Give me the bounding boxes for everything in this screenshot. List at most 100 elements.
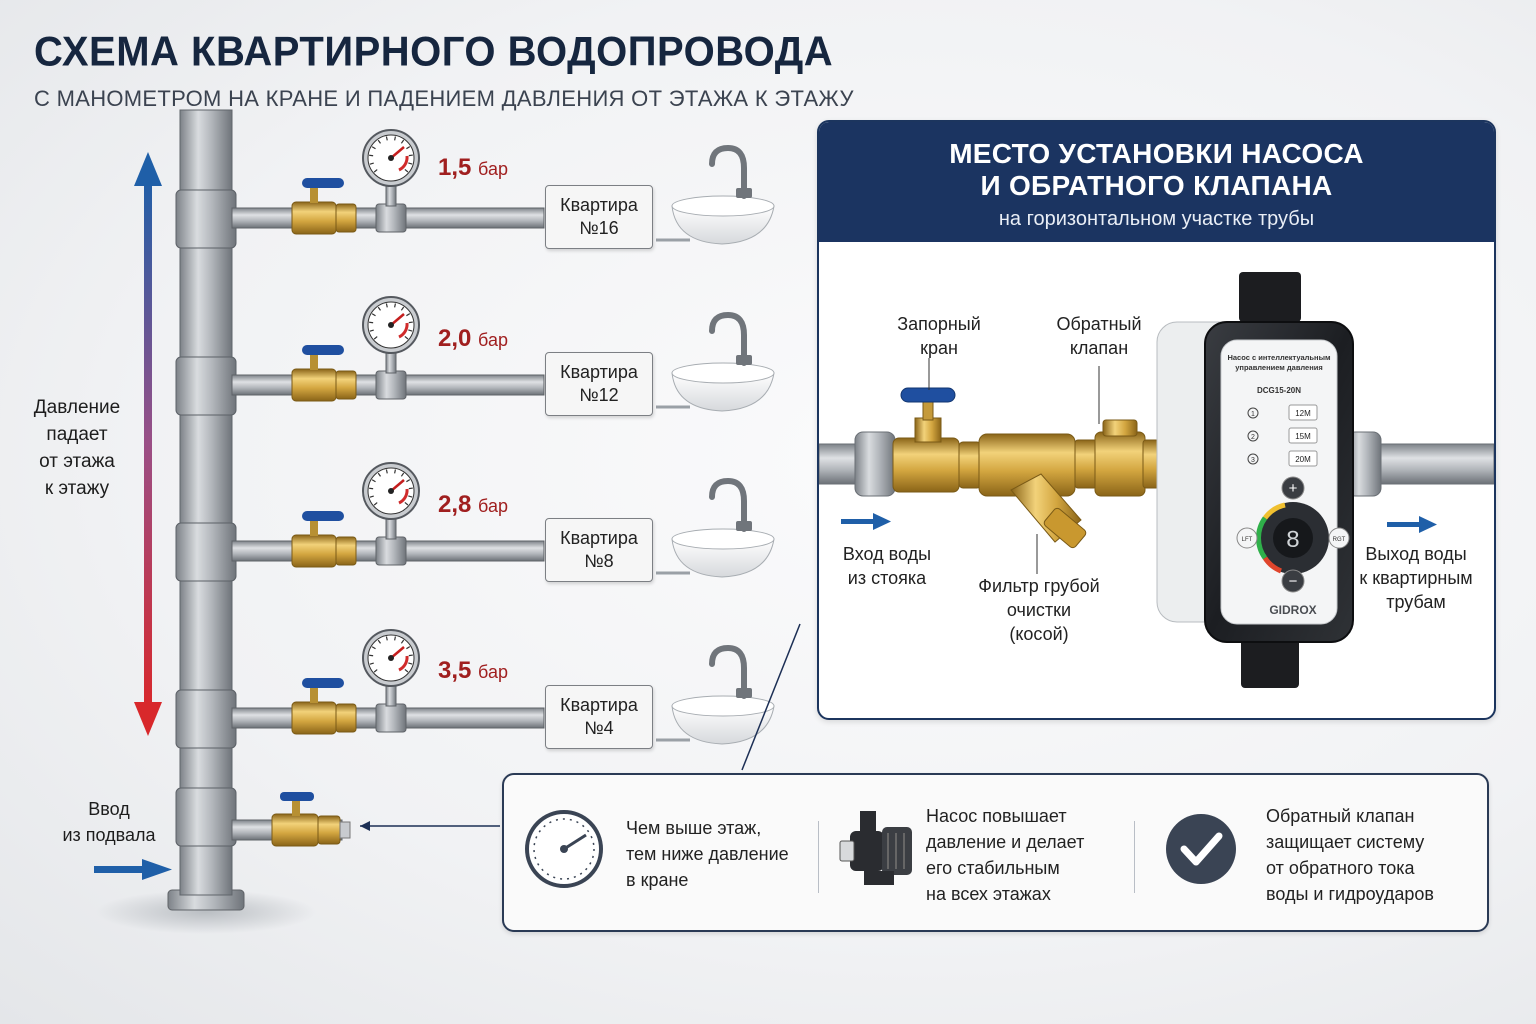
valve-handle: [302, 511, 344, 521]
y-strainer-filter: [978, 433, 1087, 549]
info-line: Насос повышает: [926, 806, 1067, 826]
pump-brand: GIDROX: [1269, 603, 1316, 617]
mode-number: 2: [1251, 434, 1255, 441]
pump-control-face: [1220, 339, 1338, 625]
mode-number: 1: [1251, 411, 1255, 418]
info-item-pump: Насос повышает давление и делает его ста…: [926, 803, 1084, 907]
check-valve: [1074, 419, 1160, 497]
pressure-label-line: к этажу: [44, 478, 110, 499]
panel-title-line: МЕСТО УСТАНОВКИ НАСОСА: [949, 138, 1364, 169]
shutoff-valve: [892, 387, 982, 493]
pressure-gauge-icon: [362, 629, 420, 687]
info-line: Обратный клапан: [1266, 806, 1415, 826]
pump-icon: [839, 811, 912, 885]
info-line: давление и делает: [926, 832, 1085, 852]
info-strip: Чем выше этаж, тем ниже давление в кране…: [502, 773, 1489, 932]
label-line: Запорный: [897, 314, 981, 334]
flow-in-arrow: [841, 513, 891, 530]
inlet-valve-handle: [280, 792, 314, 801]
mode-number: 3: [1251, 457, 1255, 464]
pump-right-button[interactable]: [1328, 527, 1350, 549]
apartment-box-4: Квартира №4: [545, 685, 653, 749]
info-line: в кране: [626, 870, 689, 890]
info-line: его стабильным: [926, 858, 1060, 878]
valve-handle: [302, 345, 344, 355]
riser-couplings: [175, 189, 237, 847]
pressure-unit: бар: [478, 496, 508, 516]
info-line: тем ниже давление: [626, 844, 789, 864]
mode-label: 12M: [1295, 409, 1311, 418]
panel-header: МЕСТО УСТАНОВКИ НАСОСА И ОБРАТНОГО КЛАПА…: [819, 122, 1494, 242]
pressure-gauge-icon: [362, 129, 420, 187]
floor-branch: [231, 629, 775, 745]
gauge-icon: [525, 810, 603, 888]
pump-led-red: [1262, 556, 1283, 574]
floor-branch: [231, 296, 775, 412]
installation-panel: МЕСТО УСТАНОВКИ НАСОСА И ОБРАТНОГО КЛАПА…: [817, 120, 1496, 720]
label-line: к квартирным: [1359, 568, 1473, 588]
pressure-value: 3,5: [438, 657, 472, 684]
info-line: на всех этажах: [926, 884, 1051, 904]
pump-mode-1: 1 12M: [1247, 404, 1318, 421]
label-line: трубам: [1386, 592, 1446, 612]
floor-shadow: [96, 890, 316, 934]
label-line: кран: [920, 338, 958, 358]
pressure-unit: бар: [478, 330, 508, 350]
pump-left-button[interactable]: [1236, 527, 1258, 549]
apartment-number: №8: [584, 551, 614, 571]
sink-icon: [656, 311, 775, 412]
pump-minus-button[interactable]: [1281, 569, 1305, 593]
label-check-valve: Обратный клапан: [1029, 312, 1169, 360]
pressure-drop-arrow: [134, 152, 162, 736]
pressure-label-line: Давление: [33, 397, 121, 418]
ball-valve: [291, 368, 337, 402]
page-title: СХЕМА КВАРТИРНОГО ВОДОПРОВОДА: [34, 28, 834, 76]
apartment-number: №12: [579, 385, 619, 405]
label-line: Обратный: [1056, 314, 1142, 334]
ball-valve: [291, 201, 337, 235]
pressure-unit: бар: [478, 662, 508, 682]
pump-led-yellow: [1262, 502, 1286, 520]
pump-plus-button[interactable]: [1281, 476, 1305, 500]
inlet-callout-arrowhead: [360, 821, 370, 831]
pump-right-key: RGT: [1333, 537, 1346, 543]
floor-branch: [231, 129, 775, 245]
pump-caption-line1: Насос с интеллектуальным: [1227, 353, 1331, 362]
panel-inlet-union: [854, 431, 896, 497]
floor-branch: [231, 462, 775, 578]
valve-handle: [302, 678, 344, 688]
info-divider: [818, 821, 819, 893]
label-line: (косой): [1009, 624, 1069, 644]
info-item-check-valve: Обратный клапан защищает систему от обра…: [1266, 803, 1434, 907]
pressure-reading-floor-8: 2,8 бар: [438, 491, 508, 519]
label-line: клапан: [1069, 338, 1129, 358]
label-line: очистки: [1006, 600, 1072, 620]
pressure-value: 1,5: [438, 154, 472, 181]
minus-icon: −: [1289, 573, 1298, 590]
valve-handle: [302, 178, 344, 188]
label-shutoff-valve: Запорный кран: [869, 312, 1009, 360]
apartment-number: №16: [579, 218, 619, 238]
apartment-label: Квартира: [560, 528, 638, 548]
pressure-reading-floor-16: 1,5 бар: [438, 154, 508, 182]
pump-led-green: [1256, 516, 1268, 560]
pump-display: [1273, 518, 1313, 558]
label-line: из стояка: [847, 568, 927, 588]
info-line: воды и гидроударов: [1266, 884, 1434, 904]
page-subtitle: С МАНОМЕТРОМ НА КРАНЕ И ПАДЕНИЕМ ДАВЛЕНИ…: [34, 86, 854, 111]
sink-icon: [656, 477, 775, 578]
info-line: от обратного тока: [1266, 858, 1415, 878]
pressure-label-line: падает: [46, 424, 108, 445]
panel-diagram: Насос с интеллектуальным управлением дав…: [819, 272, 1494, 688]
circulation-pump: Насос с интеллектуальным управлением дав…: [1156, 272, 1354, 688]
pump-model: DCG15-20N: [1257, 386, 1301, 395]
mode-label: 20M: [1295, 455, 1311, 464]
apartment-number: №4: [584, 718, 614, 738]
apartment-label: Квартира: [560, 695, 638, 715]
pressure-gauge-icon: [362, 296, 420, 354]
pump-left-key: LFT: [1242, 537, 1253, 543]
info-divider: [1134, 821, 1135, 893]
